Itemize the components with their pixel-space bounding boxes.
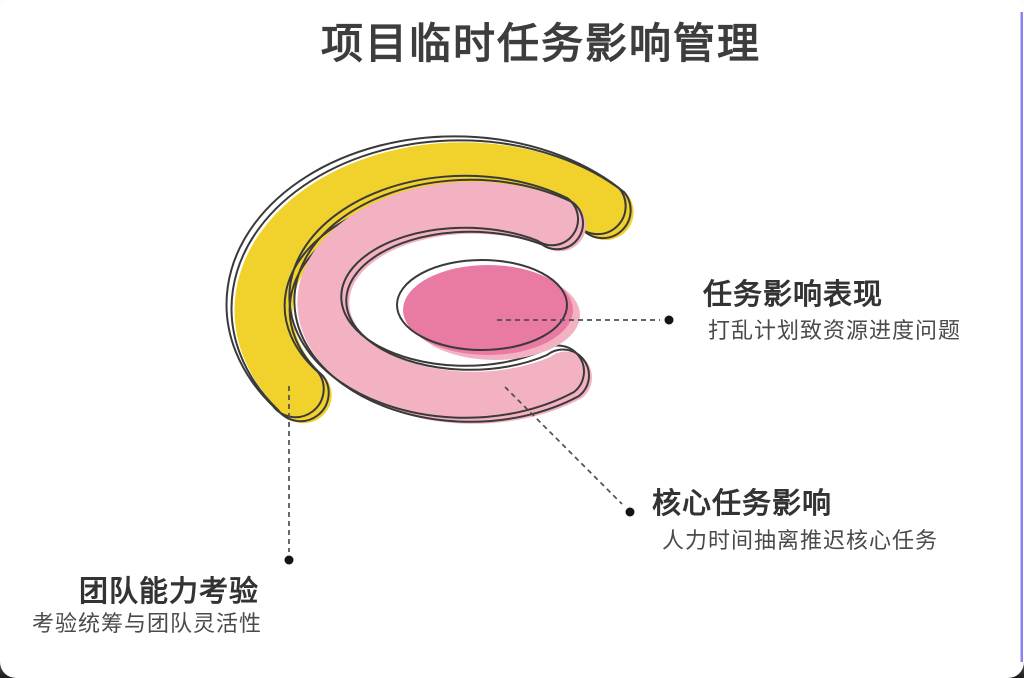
callout-desc-team: 考验统筹与团队灵活性 [32,611,263,636]
page-title: 项目临时任务影响管理 [320,20,761,67]
connector-dot-team [284,555,294,565]
connector-dot-core-task [625,507,635,517]
connector-line-core-task [504,386,623,505]
connector-dot-task-impact [664,315,674,325]
callout-heading-team: 团队能力考验 [79,576,260,608]
callout-heading-core-task: 核心任务影响 [652,488,833,520]
core-ellipse-fill [403,265,573,355]
right-edge-accent-line [1020,12,1023,662]
connector-dots [284,315,674,565]
connector-lines [288,319,660,552]
callout-desc-core-task: 人力时间抽离推迟核心任务 [662,528,939,553]
callout-heading-task-impact: 任务影响表现 [703,279,884,311]
callout-desc-task-impact: 打乱计划致资源进度问题 [708,318,962,343]
